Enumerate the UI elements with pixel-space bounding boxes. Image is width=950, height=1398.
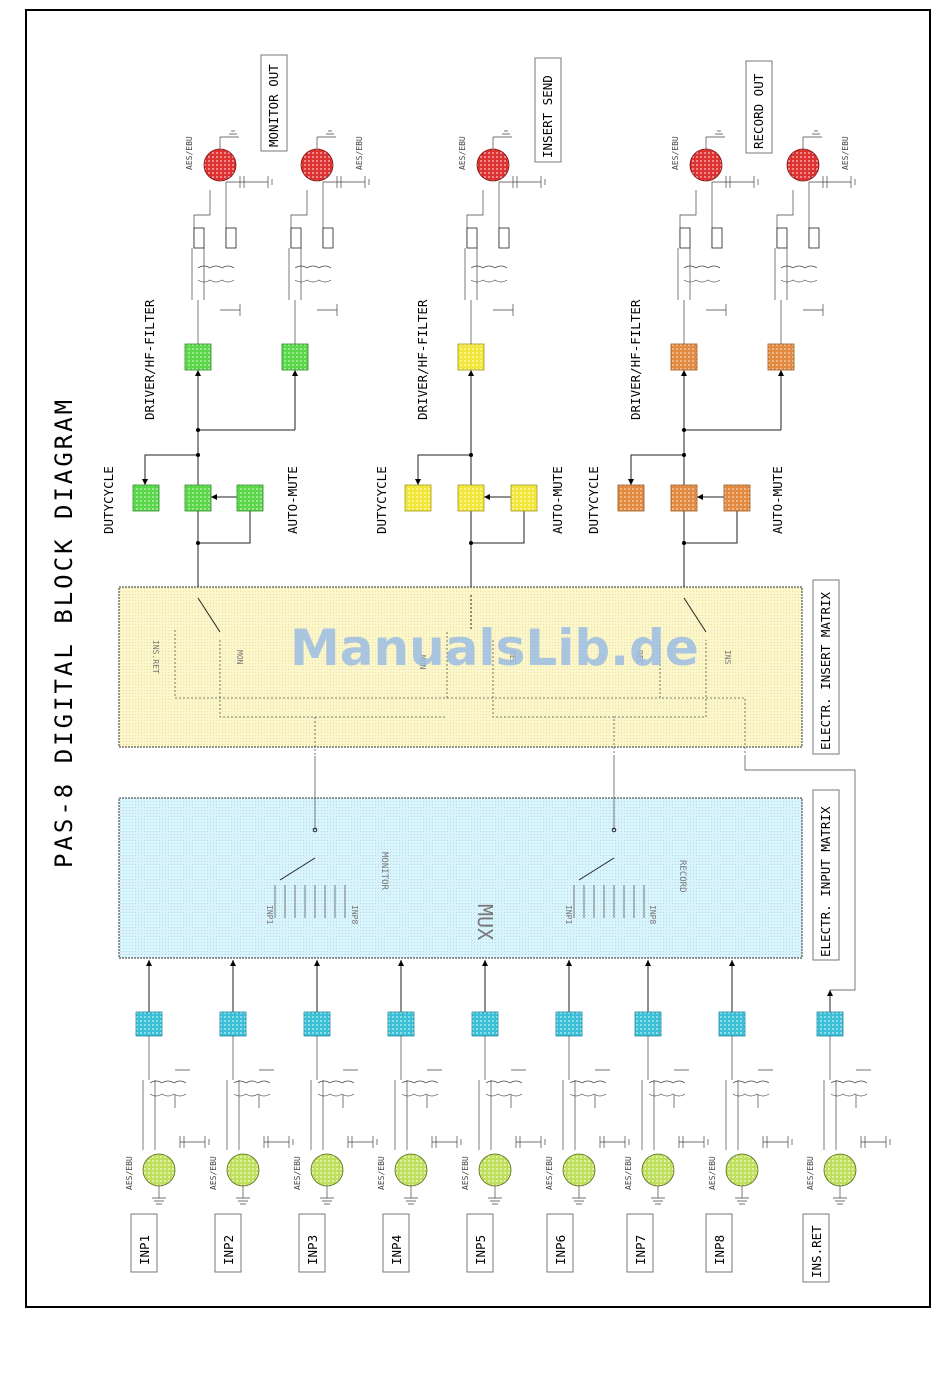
driver-label-monitor: DRIVER/HF-FILTER — [142, 299, 157, 420]
aes-ebu-label-inp5: AES/EBU — [461, 1156, 470, 1190]
dutycycle-label-monitor: DUTYCYCLE — [101, 466, 116, 534]
rec-inp1-label: INP1 — [564, 905, 573, 924]
record-out-label: RECORD OUT — [751, 73, 766, 149]
insert-matrix-label-box — [812, 579, 840, 755]
aes-ebu-label-inp3: AES/EBU — [293, 1156, 302, 1190]
input-label-insret: INS.RET — [809, 1225, 824, 1278]
aes-ebu-label-mon1: AES/EBU — [185, 136, 194, 170]
rec-inner-label-a: REC — [508, 650, 517, 665]
automute-label-insert: AUTO-MUTE — [550, 466, 565, 534]
aes-ebu-label-inp2: AES/EBU — [209, 1156, 218, 1190]
aes-ebu-label-inp4: AES/EBU — [377, 1156, 386, 1190]
mon-inp8-label: INP8 — [350, 905, 359, 924]
page-border — [25, 9, 931, 1308]
monitor-mux-label: MONITOR — [379, 852, 389, 891]
ins-inner-label-b: INS — [723, 650, 732, 665]
input-label-inp7: INP7 — [633, 1235, 648, 1265]
driver-label-record: DRIVER/HF-FILTER — [628, 299, 643, 420]
aes-ebu-label-ins: AES/EBU — [458, 136, 467, 170]
aes-ebu-label-inp6: AES/EBU — [545, 1156, 554, 1190]
input-label-inp5: INP5 — [473, 1235, 488, 1265]
ins-inner-label: MON — [418, 655, 427, 670]
aes-ebu-label-inp8: AES/EBU — [708, 1156, 717, 1190]
insert-send-label: INSERT SEND — [540, 75, 555, 158]
automute-label-monitor: AUTO-MUTE — [285, 466, 300, 534]
mon-inp1-label: INP1 — [265, 905, 274, 924]
insert-matrix-label: ELECTR. INSERT MATRIX — [818, 591, 833, 750]
input-matrix-label: ELECTR. INPUT MATRIX — [818, 806, 833, 957]
aes-ebu-label-rec2: AES/EBU — [841, 136, 850, 170]
driver-label-insert: DRIVER/HF-FILTER — [415, 299, 430, 420]
input-matrix — [118, 797, 803, 959]
input-label-inp1: INP1 — [137, 1235, 152, 1265]
watermark: ManualsLib.de — [290, 619, 699, 677]
dutycycle-label-insert: DUTYCYCLE — [374, 466, 389, 534]
input-label-inp8: INP8 — [712, 1235, 727, 1265]
insert-matrix — [118, 586, 803, 748]
input-label-inp3: INP3 — [305, 1235, 320, 1265]
rec-inp8-label: INP8 — [648, 905, 657, 924]
input-label-inp4: INP4 — [389, 1235, 404, 1265]
output-chains: AES/EBU AES/EBU AES/EBU AES/EBU AES/EBU … — [101, 54, 856, 587]
ins-ret-inner-label: INS.RET — [151, 640, 160, 674]
record-mux-label: RECORD — [677, 860, 687, 893]
automute-label-record: AUTO-MUTE — [770, 466, 785, 534]
aes-ebu-label-mon2: AES/EBU — [355, 136, 364, 170]
mon-inner-label: MON — [235, 650, 244, 665]
aes-ebu-label-inp7: AES/EBU — [624, 1156, 633, 1190]
diagram-title: PAS-8 DIGITAL BLOCK DIAGRAM — [50, 397, 78, 868]
input-label-inp6: INP6 — [553, 1235, 568, 1265]
input-matrix-label-box — [812, 789, 840, 961]
rec-inner-label-b: REC — [635, 650, 644, 665]
mux-label: MUX — [473, 904, 497, 940]
aes-ebu-label-insret: AES/EBU — [806, 1156, 815, 1190]
aes-ebu-label-rec1: AES/EBU — [671, 136, 680, 170]
dutycycle-label-record: DUTYCYCLE — [586, 466, 601, 534]
input-label-inp2: INP2 — [221, 1235, 236, 1265]
monitor-out-label: MONITOR OUT — [266, 64, 281, 147]
aes-ebu-label-inp1: AES/EBU — [125, 1156, 134, 1190]
input-channels: AES/EBU AES/EBU AES/EBU AES/EBU AES/EBU … — [125, 960, 891, 1283]
